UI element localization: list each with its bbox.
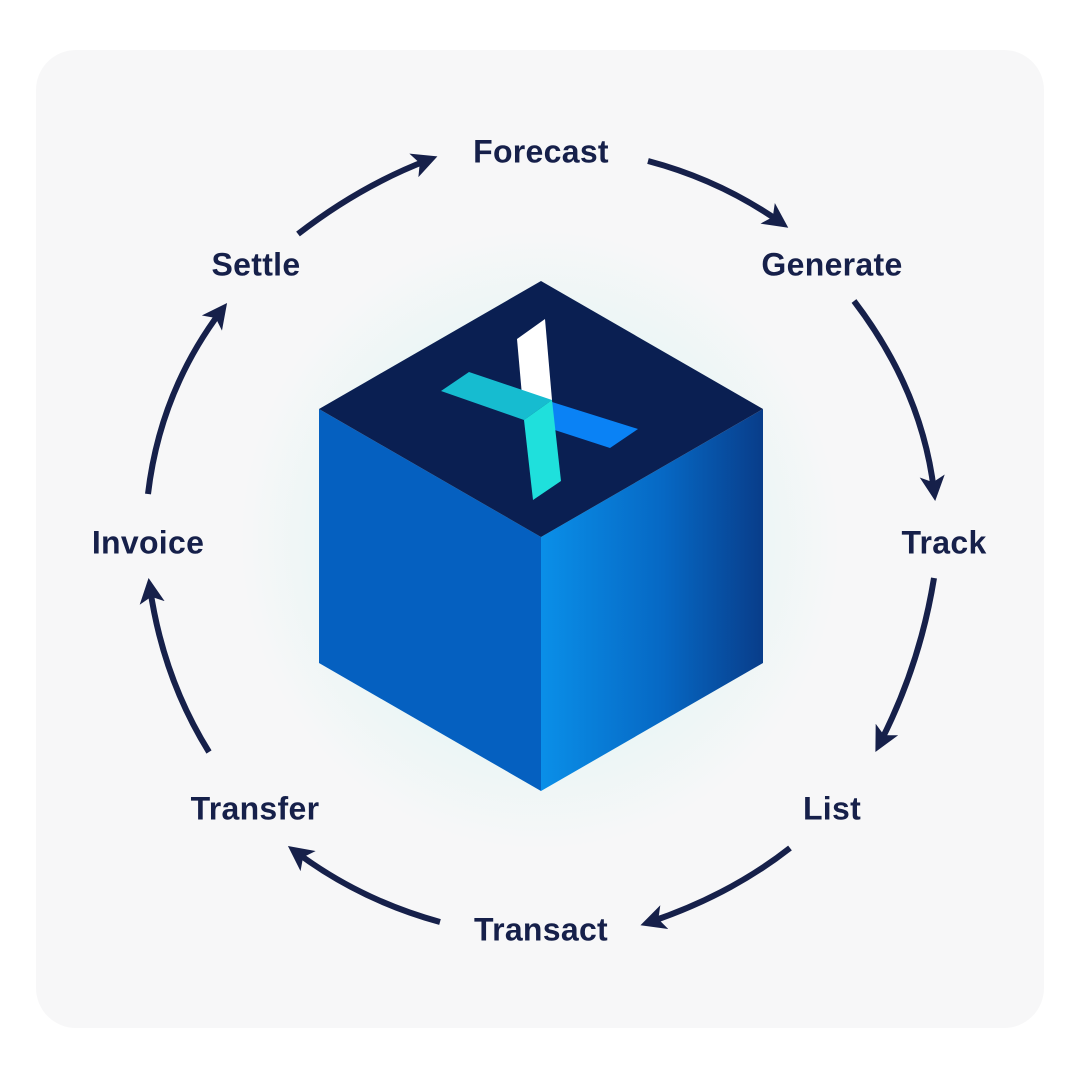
step-label-track: Track [901,524,987,561]
arrow-generate-to-track [851,299,945,502]
step-label-transfer: Transfer [190,790,320,827]
cycle-arrows [139,153,945,930]
step-label-list: List [802,790,862,827]
x-logo-teal-stroke [441,372,552,420]
step-label-forecast: Forecast [473,133,609,170]
arrow-track-to-list [875,577,937,752]
cube-left-face [319,409,541,791]
cube-right-face [541,409,763,791]
step-label-transact: Transact [473,911,609,948]
arrow-invoice-to-settle [145,302,228,495]
step-label-settle: Settle [211,246,301,283]
arrow-settle-to-forecast [296,153,438,237]
x-logo-cyan-stroke [524,400,561,500]
arrow-transact-to-transfer [287,845,441,925]
step-label-generate: Generate [761,246,903,283]
arrow-forecast-to-generate [647,158,789,228]
arrow-list-to-transact [640,845,792,930]
arrow-transfer-to-invoice [139,578,212,754]
step-label-invoice: Invoice [91,524,205,561]
x-logo-cube-icon [319,281,763,791]
